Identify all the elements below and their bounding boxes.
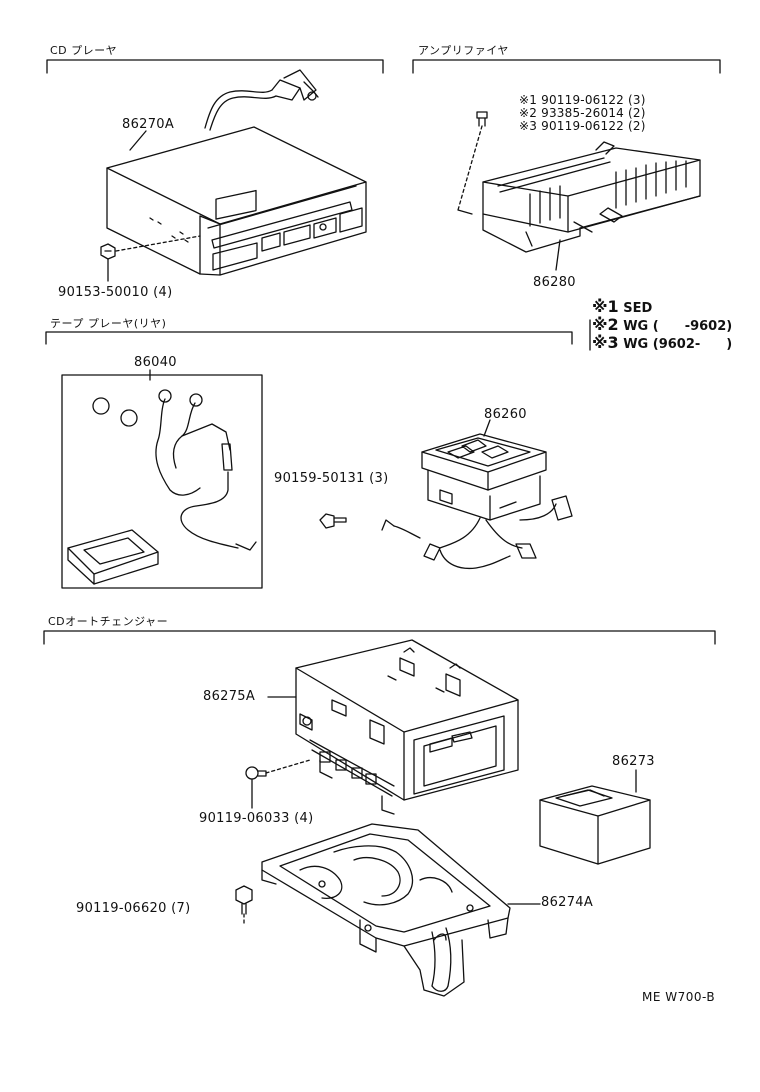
section-title-tape-player: テープ プレーヤ(リヤ) bbox=[50, 317, 167, 330]
earpiece-right bbox=[120, 409, 138, 427]
screw-amp bbox=[457, 111, 488, 215]
tape-player-unit bbox=[381, 433, 573, 570]
part-label-86270A: 86270A bbox=[122, 117, 175, 132]
legend-mark: ※1 bbox=[592, 297, 619, 316]
part-label-86040: 86040 bbox=[134, 355, 177, 370]
screw-90119-06620 bbox=[235, 885, 253, 925]
amp-footnote-1: ※1 90119-06122 (3) bbox=[519, 93, 646, 107]
screw-90159 bbox=[319, 513, 347, 529]
part-label-86274A: 86274A bbox=[541, 895, 594, 910]
part-label-86260: 86260 bbox=[484, 407, 527, 422]
earpiece-left bbox=[92, 397, 110, 415]
part-label-86275A: 86275A bbox=[203, 689, 256, 704]
legend-mark: ※2 bbox=[592, 315, 619, 334]
section-bracket-amplifier bbox=[412, 59, 721, 74]
mounting-bracket bbox=[261, 823, 511, 997]
legend-item-1: ※1 SED bbox=[592, 297, 653, 316]
section-bracket-tape-player bbox=[45, 331, 573, 345]
leader-86260 bbox=[483, 419, 491, 437]
section-title-cd-player: CD プレーヤ bbox=[50, 44, 118, 57]
leader-86270A bbox=[129, 130, 147, 151]
amp-footnote-text: 90119-06122 (2) bbox=[541, 119, 646, 133]
cd-player-unit bbox=[106, 69, 367, 276]
cd-magazine bbox=[539, 785, 651, 865]
section-bracket-cd-player bbox=[46, 59, 384, 74]
section-bracket-cd-changer bbox=[43, 630, 716, 645]
legend-mark: ※3 bbox=[592, 333, 619, 352]
amp-footnote-mark: ※3 bbox=[519, 119, 538, 133]
amp-footnote-text: 93385-26014 (2) bbox=[541, 106, 646, 120]
section-title-amplifier: アンプリファイヤ bbox=[418, 44, 509, 57]
legend-text: SED bbox=[623, 301, 653, 316]
diagram-reference-code: ME W700-B bbox=[642, 990, 716, 1004]
legend-item-3: ※3 WG (9602- ) bbox=[592, 333, 733, 352]
amp-footnote-mark: ※1 bbox=[519, 93, 538, 107]
part-label-86280: 86280 bbox=[533, 275, 576, 290]
tape-kit-box bbox=[61, 374, 263, 589]
amplifier-unit bbox=[482, 141, 701, 253]
part-label-90153: 90153-50010 (4) bbox=[58, 285, 173, 300]
part-label-90119-06033: 90119-06033 (4) bbox=[199, 811, 314, 826]
part-label-86273: 86273 bbox=[612, 754, 655, 769]
amp-footnote-2: ※2 93385-26014 (2) bbox=[519, 106, 646, 120]
screw-90153 bbox=[100, 235, 201, 282]
part-label-90119-06620: 90119-06620 (7) bbox=[76, 901, 191, 916]
part-label-90159: 90159-50131 (3) bbox=[274, 471, 389, 486]
legend-item-2: ※2 WG ( -9602) bbox=[592, 315, 733, 334]
legend-text: WG (9602- ) bbox=[623, 337, 733, 352]
cd-changer-unit bbox=[295, 639, 519, 815]
screw-90119-06033 bbox=[245, 759, 311, 809]
leader-86280 bbox=[555, 239, 561, 271]
amp-footnote-mark: ※2 bbox=[519, 106, 538, 120]
amp-footnote-3: ※3 90119-06122 (2) bbox=[519, 119, 646, 133]
amp-footnote-text: 90119-06122 (3) bbox=[541, 93, 646, 107]
section-title-cd-changer: CDオートチェンジャー bbox=[48, 615, 169, 628]
legend-text: WG ( -9602) bbox=[623, 319, 733, 334]
